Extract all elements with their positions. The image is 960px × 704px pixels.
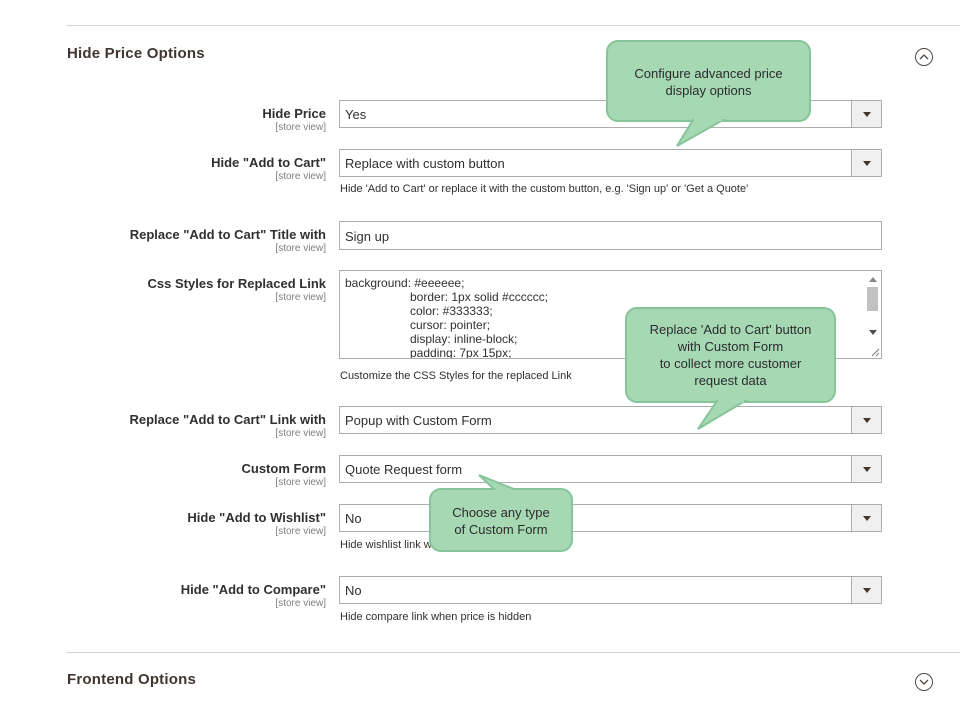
hide-add-to-cart-select[interactable]: Replace with custom button <box>339 149 882 177</box>
dropdown-arrow-icon <box>851 505 881 531</box>
scroll-down-icon[interactable] <box>869 330 877 335</box>
section-title-frontend[interactable]: Frontend Options <box>67 671 197 688</box>
css-line: padding: 7px 15px; <box>410 346 512 359</box>
chevron-down-icon[interactable] <box>915 673 933 691</box>
dropdown-arrow-icon <box>851 101 881 127</box>
section-title-hide-price[interactable]: Hide Price Options <box>67 45 205 62</box>
css-styles-note: Customize the CSS Styles for the replace… <box>340 370 572 382</box>
field-label-hide-wishlist: Hide "Add to Wishlist" [store view] <box>187 510 326 537</box>
css-line: background: #eeeeee; <box>345 276 465 290</box>
hide-add-to-cart-note: Hide 'Add to Cart' or replace it with th… <box>340 183 749 195</box>
replace-link-select[interactable]: Popup with Custom Form <box>339 406 882 434</box>
section-divider <box>66 652 960 653</box>
css-line: border: 1px solid #cccccc; <box>410 290 549 304</box>
resize-handle-icon[interactable] <box>870 347 880 357</box>
field-label-hide-price: Hide Price [store view] <box>262 106 326 133</box>
dropdown-arrow-icon <box>851 456 881 482</box>
hide-compare-note: Hide compare link when price is hidden <box>340 611 532 623</box>
css-line: cursor: pointer; <box>410 318 491 332</box>
dropdown-arrow-icon <box>851 150 881 176</box>
field-label-css-styles: Css Styles for Replaced Link [store view… <box>147 276 326 303</box>
scroll-thumb[interactable] <box>867 287 878 311</box>
callout-pointer <box>478 474 523 494</box>
css-line: display: inline-block; <box>410 332 518 346</box>
callout-replace-button: Replace 'Add to Cart' button with Custom… <box>625 307 836 430</box>
hide-wishlist-select[interactable]: No <box>339 504 882 532</box>
top-divider <box>66 25 960 26</box>
field-label-replace-link: Replace "Add to Cart" Link with [store v… <box>129 412 326 439</box>
replace-title-input[interactable]: Sign up <box>339 221 882 250</box>
field-label-hide-add-to-cart: Hide "Add to Cart" [store view] <box>211 155 326 182</box>
chevron-up-icon[interactable] <box>915 48 933 66</box>
dropdown-arrow-icon <box>851 577 881 603</box>
field-label-hide-compare: Hide "Add to Compare" [store view] <box>180 582 326 609</box>
hide-compare-select[interactable]: No <box>339 576 882 604</box>
custom-form-select[interactable]: Quote Request form <box>339 455 882 483</box>
scroll-up-icon[interactable] <box>869 277 877 282</box>
field-label-custom-form: Custom Form [store view] <box>241 461 327 488</box>
callout-custom-form: Choose any type of Custom Form <box>429 474 573 552</box>
textarea-scrollbar[interactable] <box>865 271 881 358</box>
field-label-replace-title: Replace "Add to Cart" Title with [store … <box>129 227 326 254</box>
callout-advanced-options: Configure advanced price display options <box>606 40 811 147</box>
hide-wishlist-note: Hide wishlist link w <box>340 539 432 551</box>
callout-pointer <box>676 118 727 147</box>
dropdown-arrow-icon <box>851 407 881 433</box>
callout-pointer <box>697 399 749 430</box>
css-line: color: #333333; <box>410 304 493 318</box>
